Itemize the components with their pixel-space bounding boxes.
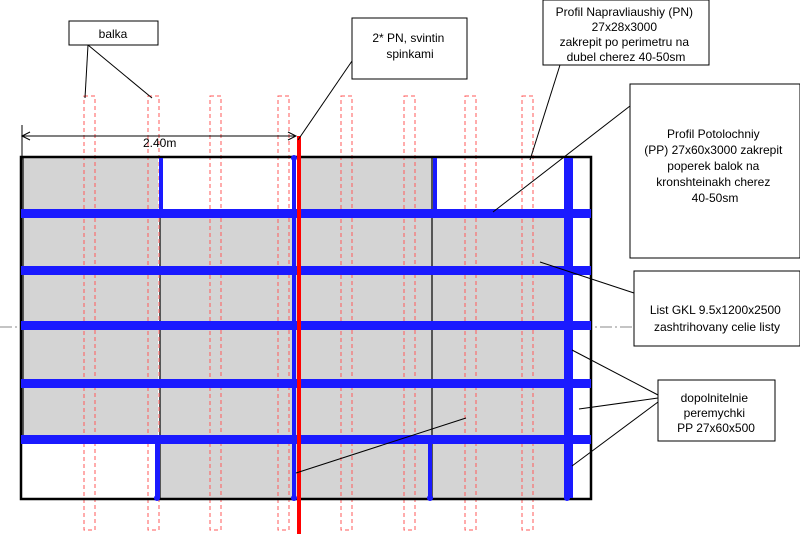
callout-profil-pp-box <box>629 83 800 259</box>
callout-list-gkl-box <box>633 270 800 347</box>
beam-6 <box>403 95 416 531</box>
pp-profile-2 <box>21 266 591 275</box>
pp-profile-5 <box>21 435 591 444</box>
pp-profile-1 <box>21 209 591 218</box>
callout-list-gkl-text: List GKL 9.5x1200x2500 zashtrihovany cel… <box>650 303 784 334</box>
jumper-right <box>564 158 573 498</box>
pn-double-profile <box>297 136 301 534</box>
callout-profil-pp-text: Profil Potolochniy (PP) 27x60x3000 zakre… <box>644 127 785 205</box>
beam-8 <box>521 95 534 531</box>
callout-profil-pn-box <box>542 0 710 66</box>
pp-jumpers <box>155 158 573 498</box>
callout-dopolnitelnie-text: dopolnitelnie peremychki PP 27x60x500 <box>677 391 755 435</box>
leader-lines <box>84 44 659 474</box>
callout-profil-pn-text: Profil Napravliaushiy (PN) 27x28x3000 za… <box>556 5 697 64</box>
sheet-top-right-small <box>298 158 432 214</box>
jumper-bottom-2 <box>428 440 432 498</box>
jumper-top-2 <box>433 158 437 214</box>
callout-balka-box <box>68 20 159 46</box>
callout-boxes <box>68 0 800 442</box>
pp-profiles <box>21 209 591 444</box>
jumper-end-dots <box>154 155 570 501</box>
callout-balka-text: balka <box>99 27 128 41</box>
pp-profile-4 <box>21 379 591 388</box>
callout-pn-double-box <box>351 17 468 80</box>
beams <box>83 95 534 531</box>
pp-profile-3 <box>21 321 591 330</box>
beam-1 <box>83 95 96 531</box>
beam-4 <box>277 95 290 531</box>
beam-5 <box>340 95 353 531</box>
jumper-pn <box>292 158 296 498</box>
dimension-2-40m <box>20 125 298 160</box>
jumper-bottom-1 <box>155 440 160 498</box>
sheet-left-top-strip <box>23 158 158 214</box>
callout-dopolnitelnie-box <box>657 379 776 442</box>
sheet-right <box>432 214 567 498</box>
dimension-label: 2.40m <box>143 136 176 150</box>
beam-7 <box>464 95 477 531</box>
beam-3 <box>209 95 222 531</box>
callout-pn-double-text: 2* PN, svintin spinkami <box>372 31 447 61</box>
beam-2 <box>147 95 160 531</box>
jumper-top-1 <box>159 158 163 214</box>
